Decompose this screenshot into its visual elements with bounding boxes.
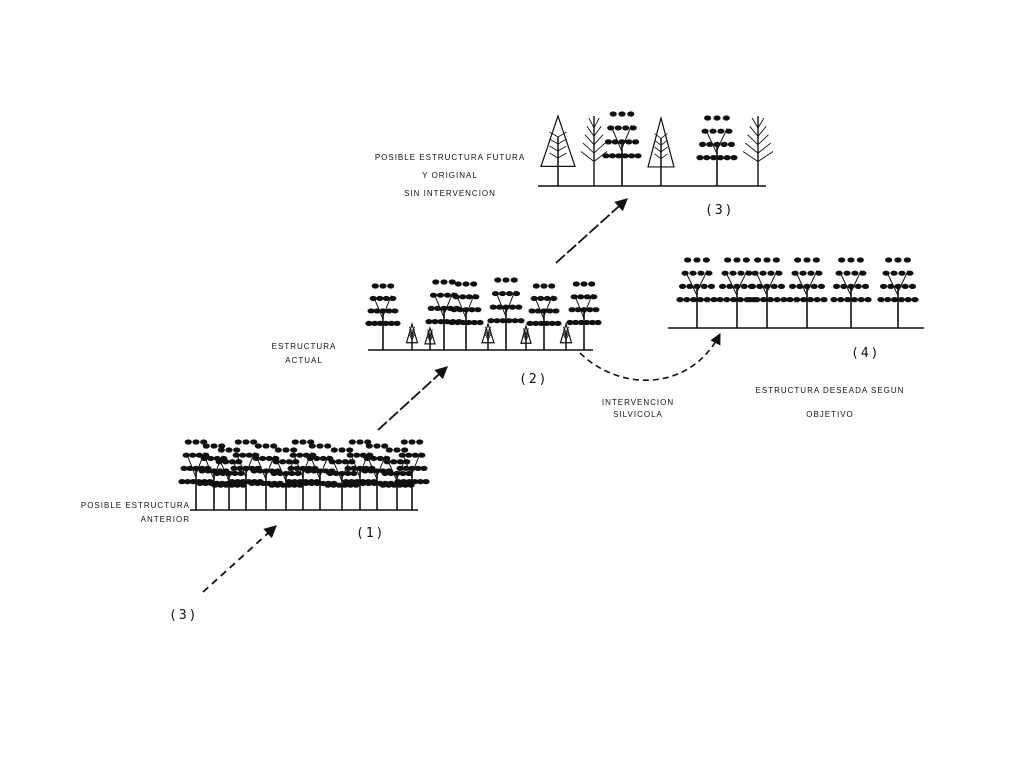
conifer-tree-icon <box>647 115 675 186</box>
label-anterior: POSIBLE ESTRUCTURA ANTERIOR <box>81 499 190 527</box>
broadleaf-tree-icon <box>696 115 738 186</box>
intervention-curve-arrow <box>579 333 721 381</box>
label-intervention: INTERVENCION SILVICOLA <box>590 397 686 421</box>
label-anterior-line1: POSIBLE ESTRUCTURA <box>80 501 190 510</box>
broadleaf-tree-icon <box>746 257 788 328</box>
stage-number-actual: (2) <box>519 372 549 387</box>
label-deseada-line1: ESTRUCTURA DESEADA SEGUN <box>755 386 905 395</box>
conifer-tree-icon <box>481 322 495 350</box>
trees-deseada <box>676 257 919 328</box>
broadleaf-tree-icon <box>676 257 718 328</box>
label-actual-line2: ACTUAL <box>285 356 323 365</box>
solid-arrow-icon <box>555 198 628 264</box>
dashed-arrow-icon <box>202 525 277 593</box>
conifer-tree-icon <box>520 323 532 350</box>
trees-anterior <box>178 439 430 510</box>
conifer-tree-icon <box>559 321 573 350</box>
broadleaf-tree-icon <box>324 447 360 510</box>
label-futura-line1: POSIBLE ESTRUCTURA FUTURA <box>374 153 526 162</box>
broadleaf-tree-icon <box>448 281 484 350</box>
bare-tree-icon <box>742 116 774 186</box>
conifer-tree-icon <box>405 321 419 350</box>
conifer-tree-icon <box>540 114 576 186</box>
origin-number: (3) <box>169 608 199 623</box>
broadleaf-tree-icon <box>178 439 214 510</box>
label-futura-line2: Y ORIGINAL <box>422 171 478 180</box>
label-futura-line3: SIN INTERVENCION <box>404 189 496 198</box>
broadleaf-tree-icon <box>716 257 758 328</box>
broadleaf-tree-icon <box>365 283 401 350</box>
label-anterior-line2: ANTERIOR <box>140 515 190 524</box>
trees-futura <box>540 111 774 186</box>
conifer-tree-icon <box>424 326 436 350</box>
label-deseada-line2: OBJETIVO <box>806 410 854 419</box>
broadleaf-tree-icon <box>248 443 284 510</box>
broadleaf-tree-icon <box>487 277 525 350</box>
broadleaf-tree-icon <box>602 111 642 186</box>
broadleaf-tree-icon <box>394 439 430 510</box>
solid-arrow-icon <box>377 366 448 431</box>
broadleaf-tree-icon <box>877 257 919 328</box>
broadleaf-tree-icon <box>566 281 602 350</box>
label-deseada: ESTRUCTURA DESEADA SEGUN OBJETIVO <box>736 379 924 427</box>
broadleaf-tree-icon <box>526 283 562 350</box>
stage-number-anterior: (1) <box>356 526 386 541</box>
broadleaf-tree-icon <box>830 257 872 328</box>
label-actual: ESTRUCTURA ACTUAL <box>258 340 350 368</box>
label-futura: POSIBLE ESTRUCTURA FUTURA Y ORIGINAL SIN… <box>350 149 550 203</box>
label-intervention-line2: SILVICOLA <box>613 410 663 419</box>
broadleaf-tree-icon <box>268 447 304 510</box>
stage-number-futura: (3) <box>705 203 735 218</box>
trees-actual <box>365 277 602 350</box>
stage-number-deseada: (4) <box>851 346 881 361</box>
broadleaf-tree-icon <box>786 257 828 328</box>
label-actual-line1: ESTRUCTURA <box>271 342 337 351</box>
label-intervention-line1: INTERVENCION <box>601 398 675 407</box>
bare-tree-icon <box>580 116 608 186</box>
